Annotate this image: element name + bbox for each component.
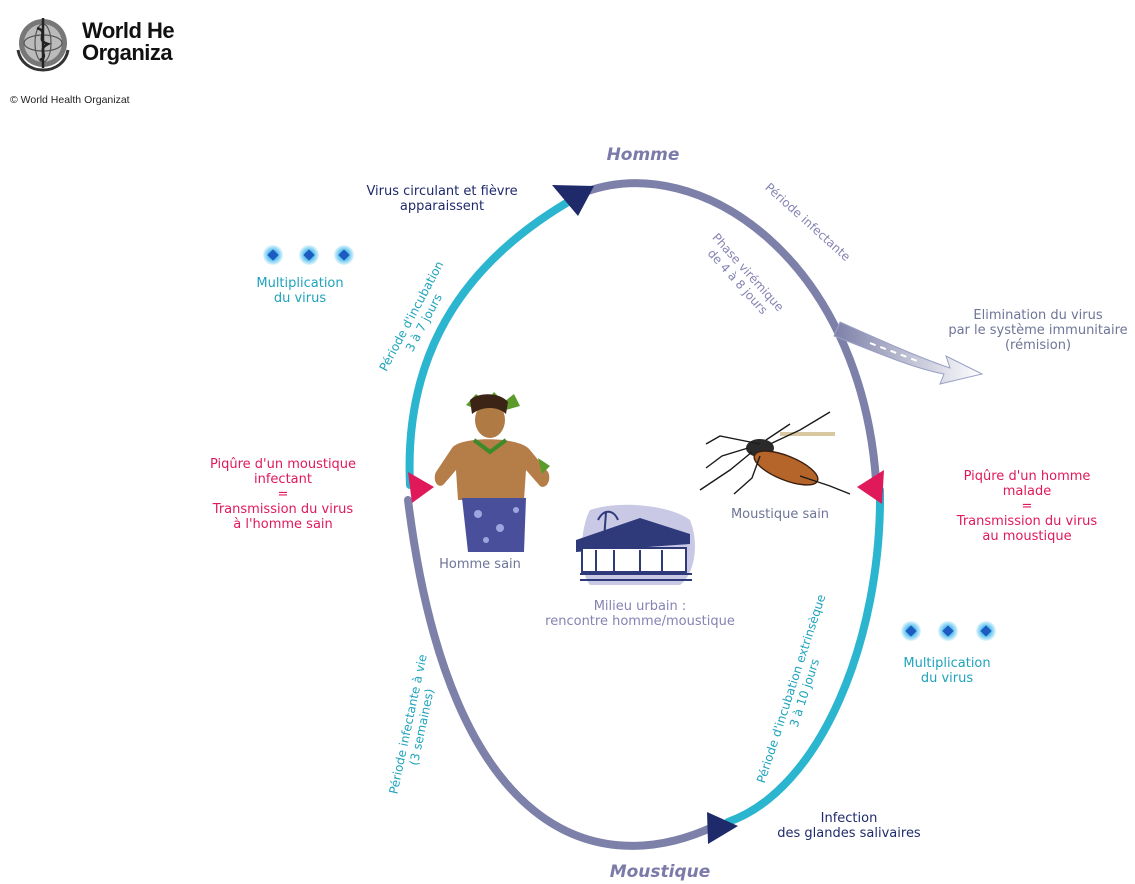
cycle-ellipse [404, 179, 885, 850]
arc-label-infectante: Période infectante [762, 180, 853, 264]
label-homme-sain: Homme sain [439, 557, 521, 572]
svg-text:Période infectante: Période infectante [762, 180, 853, 264]
arc-incubation [405, 194, 579, 489]
virus-icon [299, 245, 319, 265]
arrow-head-icon [707, 812, 738, 844]
virus-icon [901, 621, 921, 641]
arc-vie [404, 496, 719, 850]
svg-text:Période d'incubation extrinsèq: Période d'incubation extrinsèque [754, 593, 828, 785]
virus-icons-right [901, 621, 996, 641]
logo-line-2: Organiza [82, 40, 173, 65]
virus-icon [976, 621, 996, 641]
virus-icon [938, 621, 958, 641]
logo-line-1: World He [82, 18, 175, 43]
header-moustique: Moustique [609, 862, 711, 882]
arc-label-vie: Période infectante à vie (3 semaines) [386, 653, 436, 795]
arc-extrinseque [724, 486, 885, 826]
svg-text:Période d'incubation: Période d'incubation [376, 259, 446, 374]
logo-copyright: © World Health Organizat [10, 94, 130, 106]
virus-icon [263, 245, 283, 265]
arrow-head-icon [857, 470, 884, 504]
mosquito-icon [699, 411, 851, 495]
label-moustique-sain: Moustique sain [730, 507, 830, 522]
who-logo-icon [16, 18, 70, 72]
arrow-head-icon [408, 472, 434, 503]
who-logo: World He Organiza © World Health Organiz… [10, 10, 186, 110]
house-icon [576, 504, 695, 585]
arc-infectante [581, 179, 880, 484]
virus-icons-left [263, 245, 354, 265]
virus-icon [334, 245, 354, 265]
arrow-head-icon [552, 185, 594, 216]
arc-label-extrinseque: Période d'incubation extrinsèque 3 à 10 … [754, 593, 828, 785]
label-urban: Milieu urbain :rencontre homme/moustique [545, 599, 735, 629]
elimination-arrow [833, 321, 984, 385]
header-homme: Homme [606, 145, 680, 165]
man-icon [434, 392, 550, 552]
